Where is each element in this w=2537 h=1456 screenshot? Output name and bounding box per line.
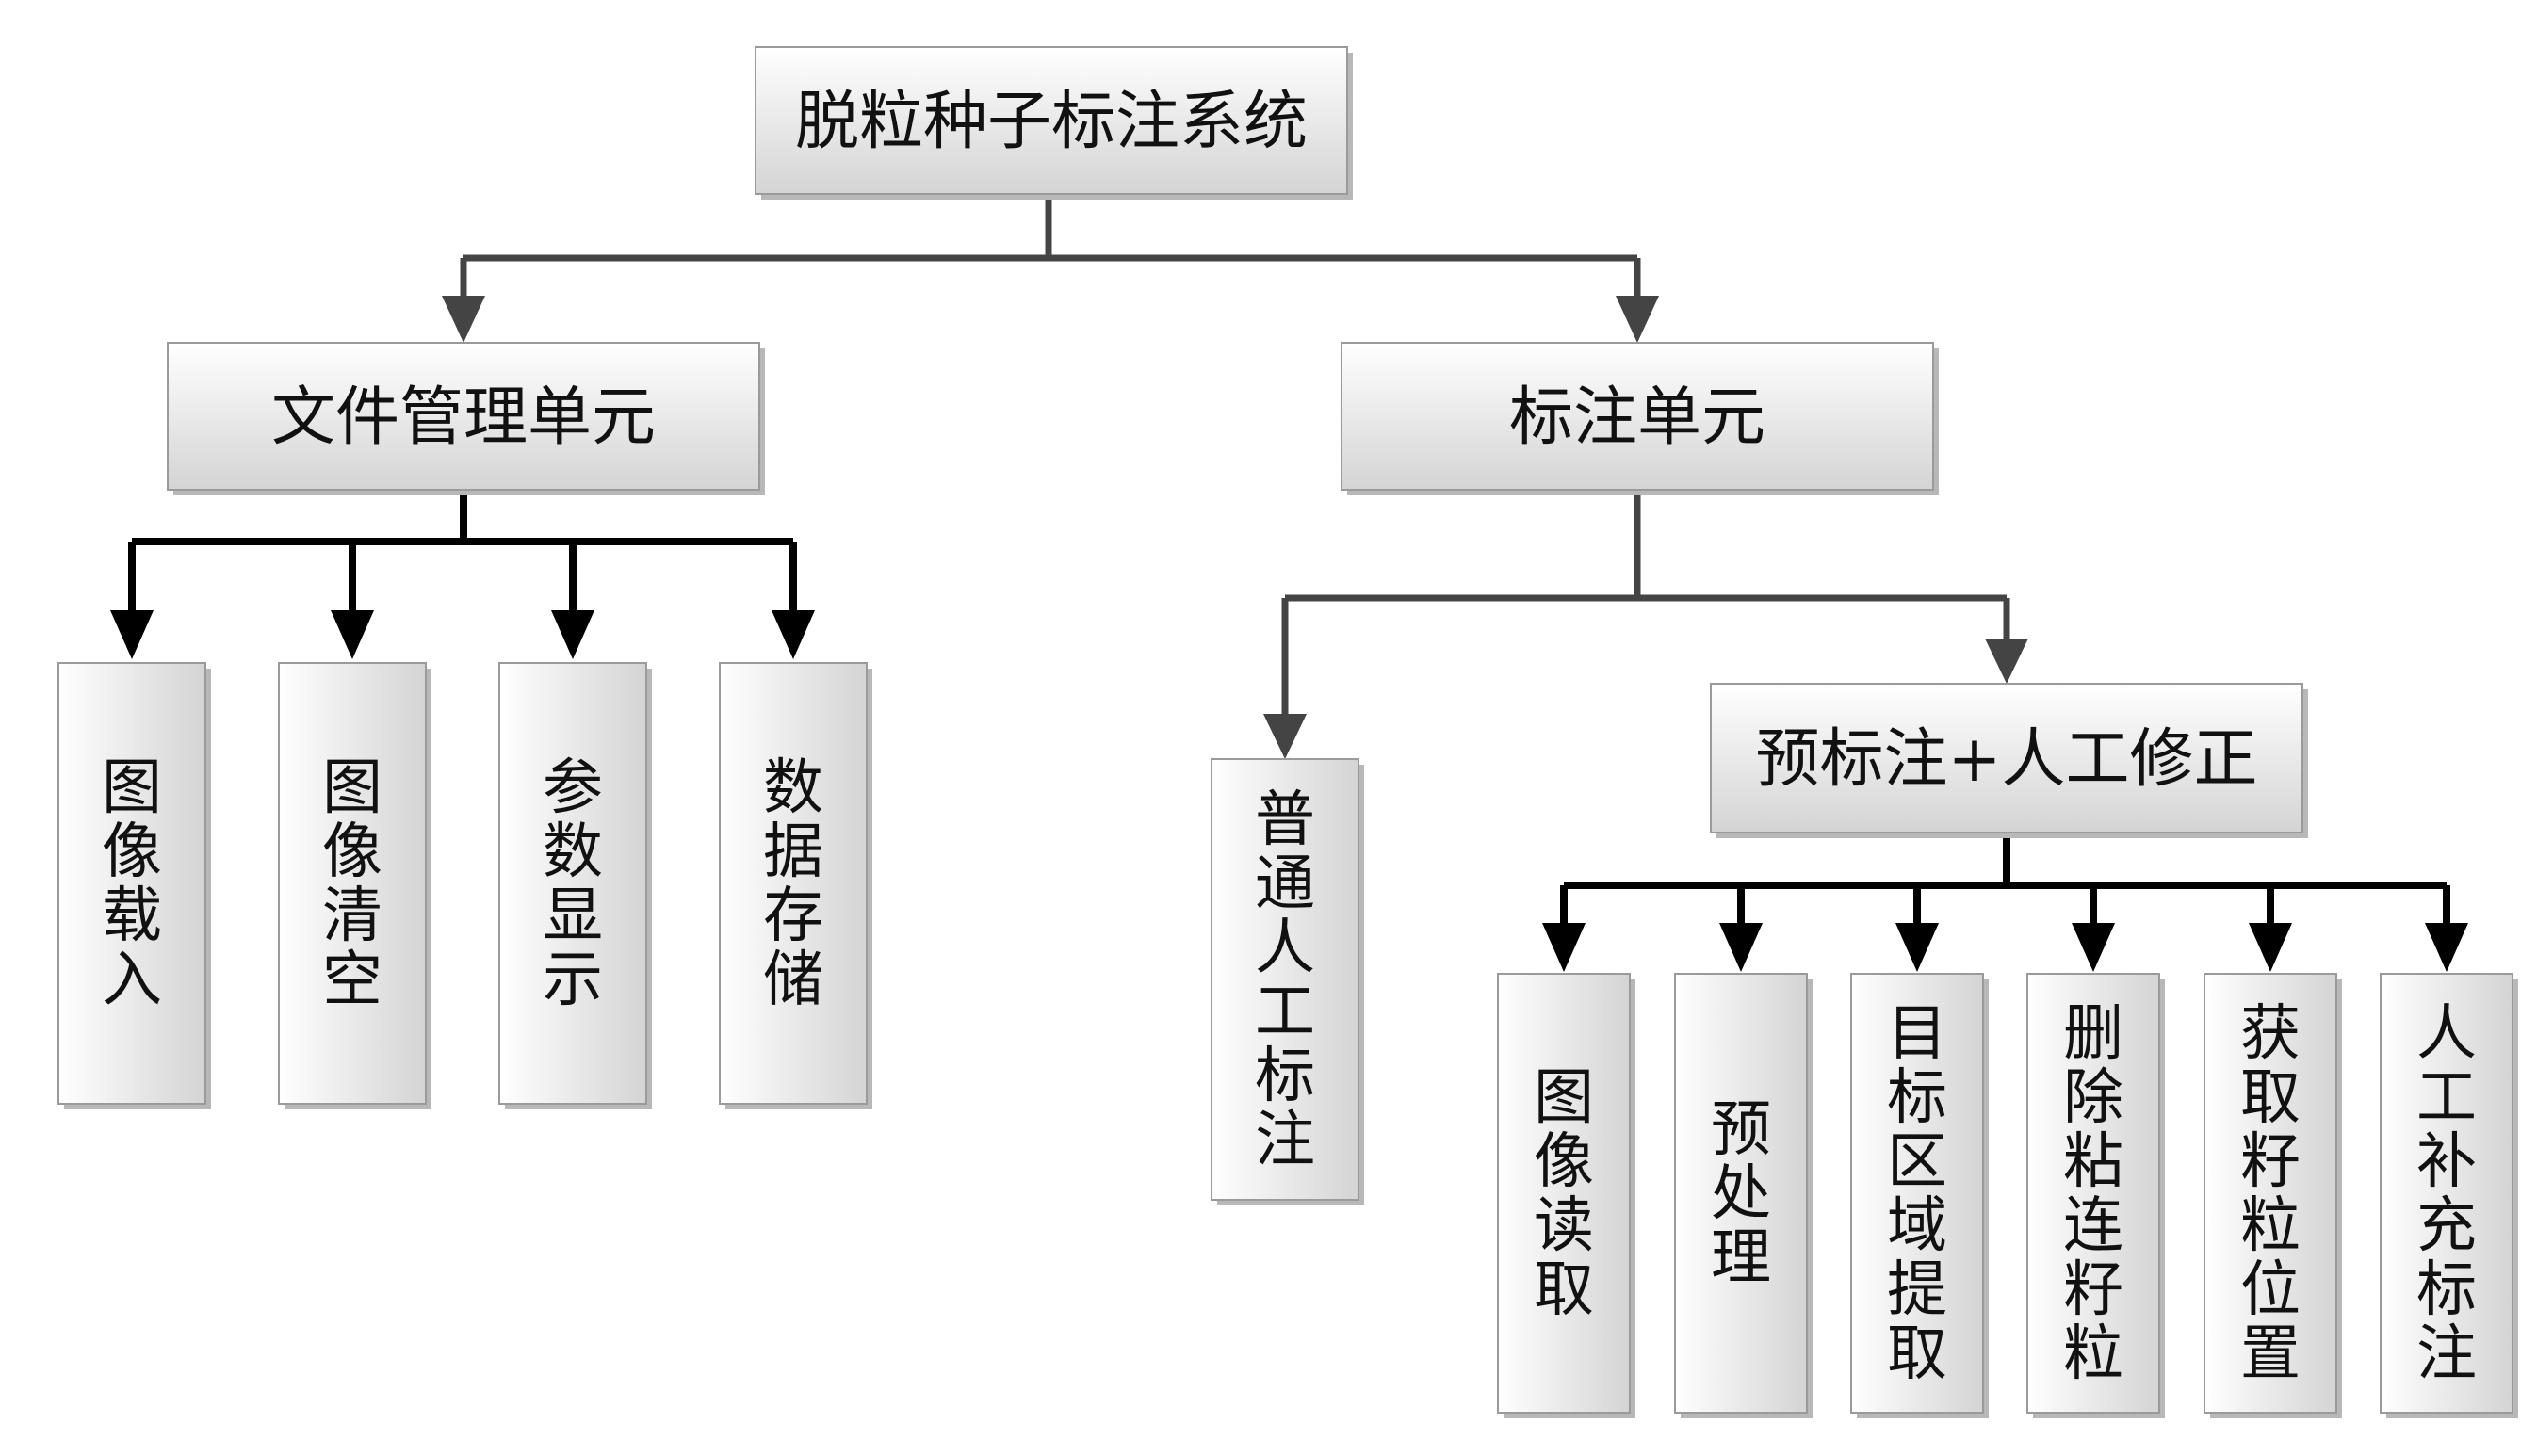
arrow-to-file-unit: [442, 296, 485, 343]
pre-child-node-4-char: 粒: [2063, 1319, 2123, 1389]
pre-child-node-4-char: 除: [2063, 1063, 2123, 1133]
pre-child-node-4-char: 籽: [2063, 1255, 2123, 1325]
arrow-to-file-child-1: [110, 610, 154, 659]
root-node: 脱粒种子标注系统: [755, 46, 1353, 200]
file-child-node-2-char: 空: [322, 946, 382, 1015]
pre-child-node-6-char: 补: [2416, 1127, 2477, 1197]
arrow-to-label-unit: [1616, 296, 1659, 343]
file-child-node-4-char: 存: [763, 882, 823, 951]
pre-child-node-6-char: 工: [2416, 1063, 2477, 1133]
pre-label-node: 预标注+人工修正: [1710, 683, 2308, 838]
pre-child-node-2-char: 预: [1711, 1095, 1771, 1165]
arrow-to-file-child-4: [772, 610, 815, 659]
manual-label-node-char: 通: [1255, 849, 1315, 919]
pre-child-node-1-char: 像: [1534, 1127, 1594, 1197]
manual-label-node-char: 普: [1255, 785, 1315, 855]
arrow-to-pre-child-4: [2072, 923, 2115, 972]
manual-label-node-char: 注: [1255, 1106, 1315, 1175]
pre-child-node-3-char: 取: [1887, 1319, 1947, 1389]
file-unit-label: 文件管理单元: [271, 380, 656, 455]
root-connector: [460, 192, 1641, 299]
pre-child-node-3-char: 提: [1887, 1255, 1947, 1325]
pre-label-label: 预标注+人工修正: [1756, 722, 2258, 797]
arrow-to-pre-child-5: [2249, 923, 2292, 972]
arrow-to-pre-child-3: [1895, 923, 1939, 972]
file-child-node-3-char: 参: [543, 753, 603, 823]
pre-child-node-1-char: 取: [1534, 1255, 1594, 1325]
pre-child-node-4-char: 粘: [2063, 1127, 2123, 1197]
file-child-node-2-char: 图: [322, 753, 382, 823]
arrow-to-pre-label: [1985, 639, 2028, 684]
label-unit-connector: [1281, 488, 2010, 718]
file-child-node-1-char: 像: [102, 817, 162, 887]
pre-child-node-1-char: 读: [1534, 1191, 1594, 1261]
pre-child-node-6-char: 充: [2416, 1191, 2477, 1261]
file-child-node-1-char: 图: [102, 753, 162, 823]
file-child-node-2-char: 像: [322, 817, 382, 887]
file-unit-connector: [128, 488, 797, 614]
pre-child-node-4-char: 删: [2063, 999, 2123, 1069]
vertical-nodes: 图像载入图像清空参数显示数据存储普通人工标注图像读取预处理目标区域提取删除粘连籽…: [57, 662, 2518, 1418]
manual-label-node-char: 工: [1255, 978, 1315, 1047]
manual-label-node-char: 人: [1255, 914, 1315, 983]
manual-label-node-char: 标: [1255, 1042, 1315, 1111]
pre-child-node-1-char: 图: [1534, 1063, 1594, 1133]
pre-child-node-6-char: 人: [2416, 999, 2477, 1069]
pre-child-node-5-char: 获: [2240, 999, 2301, 1069]
arrow-to-pre-child-6: [2425, 923, 2468, 972]
file-child-node-1-char: 载: [102, 882, 162, 951]
pre-child-node-3-char: 标: [1887, 1063, 1947, 1133]
arrow-to-file-child-3: [551, 610, 594, 659]
arrow-to-file-child-2: [331, 610, 374, 659]
pre-child-node-4-char: 连: [2063, 1191, 2123, 1261]
pre-child-node-5-char: 籽: [2240, 1127, 2301, 1197]
file-unit-node: 文件管理单元: [167, 342, 765, 495]
pre-child-node-3-char: 目: [1887, 999, 1947, 1069]
file-child-node-3-char: 显: [543, 882, 603, 951]
pre-child-node-5-char: 位: [2240, 1255, 2301, 1325]
file-child-node-3-char: 示: [543, 946, 603, 1015]
label-unit-node: 标注单元: [1341, 342, 1939, 495]
pre-child-node-2: 预处理: [1674, 973, 1813, 1418]
file-child-node-3-char: 数: [543, 817, 603, 887]
arrow-to-manual-label: [1263, 714, 1307, 759]
arrow-to-pre-child-2: [1719, 923, 1763, 972]
file-child-node-4-char: 据: [763, 817, 823, 887]
pre-child-node-5-char: 置: [2240, 1319, 2301, 1389]
file-child-node-1-char: 入: [102, 946, 162, 1015]
file-child-node-4-char: 数: [763, 753, 823, 823]
root-label: 脱粒种子标注系统: [795, 85, 1308, 159]
pre-child-node-2-char: 理: [1711, 1223, 1771, 1293]
pre-child-node-5-char: 取: [2240, 1063, 2301, 1133]
pre-child-node-2-char: 处: [1711, 1159, 1771, 1229]
pre-child-node-6-char: 标: [2416, 1255, 2477, 1325]
connectors: [110, 192, 2468, 972]
pre-child-node-5-char: 粒: [2240, 1191, 2301, 1261]
arrow-to-pre-child-1: [1542, 923, 1586, 972]
file-child-node-4-char: 储: [763, 946, 823, 1015]
pre-child-node-3-char: 区: [1887, 1127, 1947, 1197]
label-unit-label: 标注单元: [1509, 380, 1765, 455]
pre-label-connector: [1560, 833, 2450, 927]
pre-child-node-6-char: 注: [2416, 1319, 2477, 1389]
file-child-node-2-char: 清: [322, 882, 382, 951]
pre-child-node-3-char: 域: [1887, 1191, 1947, 1261]
